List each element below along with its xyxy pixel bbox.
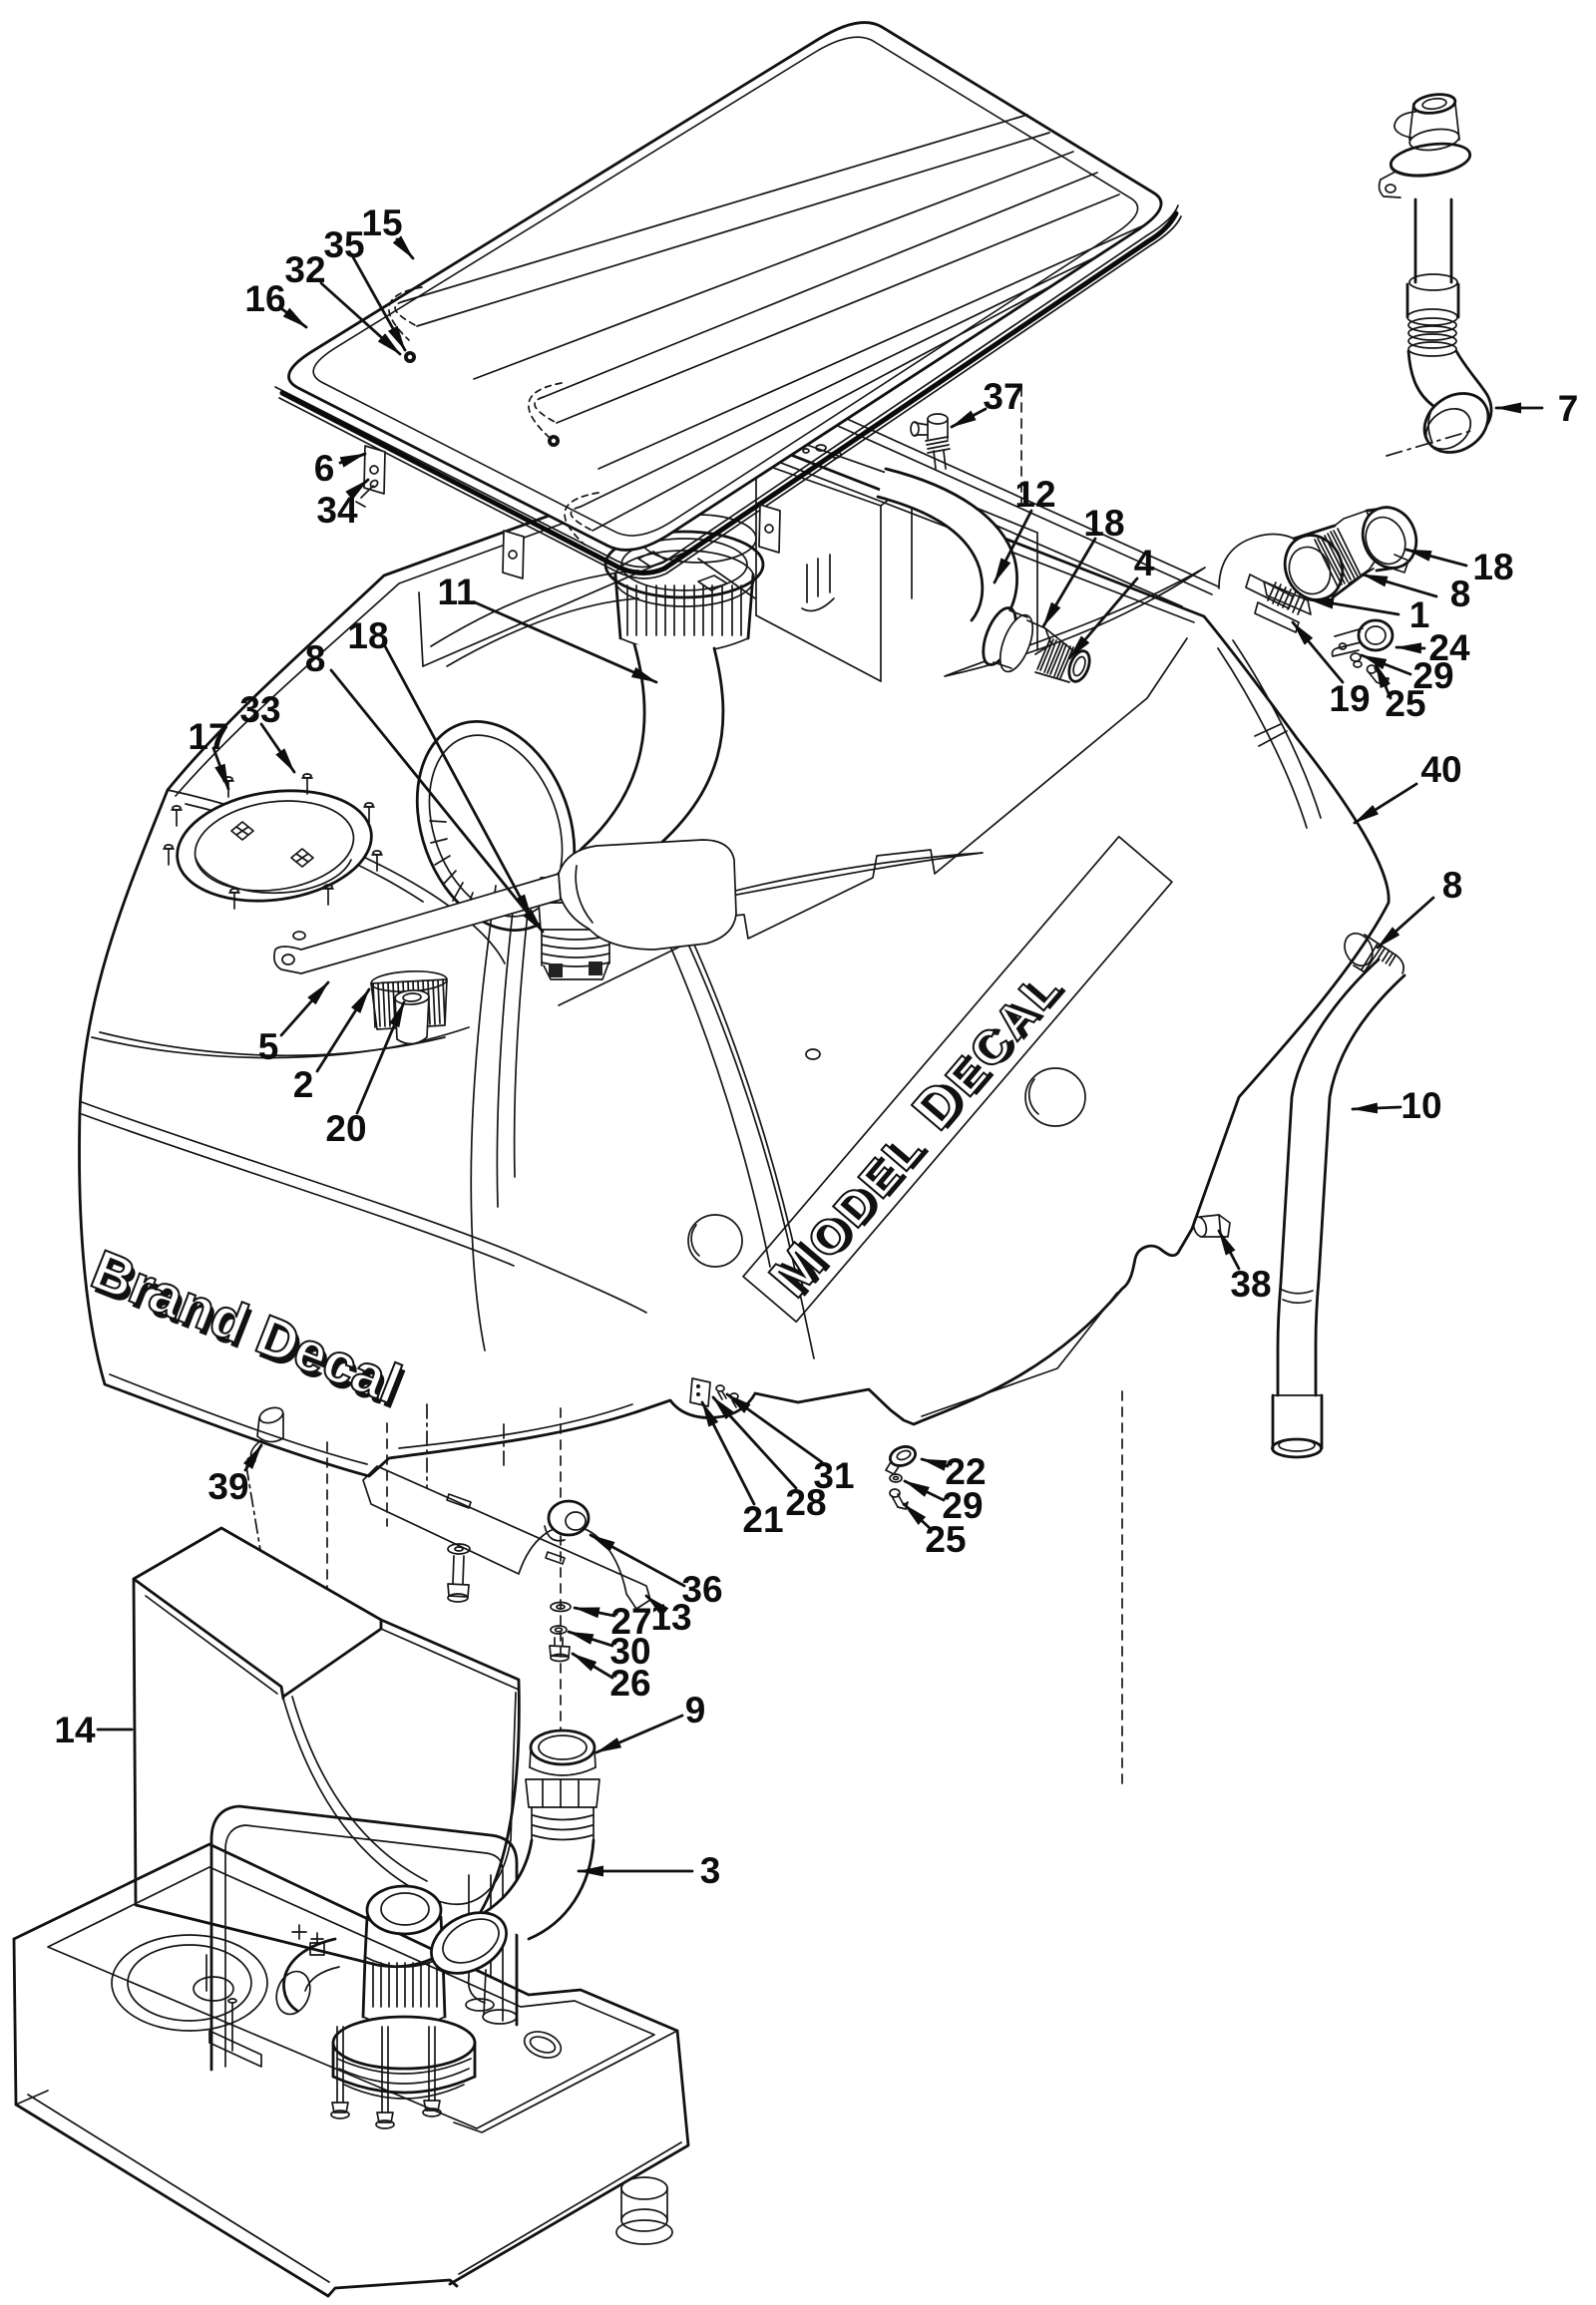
svg-text:14: 14 bbox=[54, 1710, 96, 1750]
svg-text:29: 29 bbox=[942, 1485, 983, 1526]
svg-text:20: 20 bbox=[325, 1108, 366, 1149]
svg-text:8: 8 bbox=[1450, 574, 1471, 614]
svg-text:2: 2 bbox=[293, 1064, 314, 1105]
svg-text:21: 21 bbox=[742, 1499, 783, 1540]
svg-text:32: 32 bbox=[284, 249, 325, 290]
svg-text:5: 5 bbox=[258, 1026, 279, 1067]
svg-text:38: 38 bbox=[1230, 1264, 1271, 1305]
svg-text:26: 26 bbox=[609, 1663, 650, 1704]
svg-text:33: 33 bbox=[239, 689, 280, 730]
svg-text:27: 27 bbox=[610, 1601, 651, 1642]
svg-text:39: 39 bbox=[207, 1466, 248, 1507]
svg-text:12: 12 bbox=[1014, 474, 1055, 515]
svg-text:25: 25 bbox=[925, 1519, 966, 1560]
svg-text:29: 29 bbox=[1412, 655, 1453, 696]
svg-text:3: 3 bbox=[700, 1850, 721, 1891]
svg-text:1: 1 bbox=[1409, 594, 1430, 635]
svg-text:17: 17 bbox=[188, 716, 228, 757]
svg-text:7: 7 bbox=[1558, 388, 1579, 429]
svg-text:19: 19 bbox=[1329, 678, 1370, 719]
svg-text:34: 34 bbox=[316, 490, 358, 531]
svg-text:6: 6 bbox=[314, 448, 335, 489]
svg-text:40: 40 bbox=[1420, 749, 1461, 790]
svg-text:11: 11 bbox=[437, 572, 476, 612]
svg-text:8: 8 bbox=[1442, 865, 1463, 906]
svg-text:13: 13 bbox=[650, 1597, 691, 1638]
svg-text:30: 30 bbox=[609, 1631, 650, 1672]
svg-text:35: 35 bbox=[323, 224, 364, 265]
svg-text:8: 8 bbox=[305, 638, 326, 679]
svg-text:4: 4 bbox=[1134, 543, 1155, 583]
svg-text:22: 22 bbox=[945, 1451, 986, 1492]
svg-text:31: 31 bbox=[813, 1455, 854, 1496]
svg-text:18: 18 bbox=[1472, 547, 1513, 587]
svg-text:18: 18 bbox=[347, 615, 388, 656]
svg-text:9: 9 bbox=[685, 1690, 706, 1730]
svg-text:15: 15 bbox=[361, 202, 402, 243]
svg-text:25: 25 bbox=[1385, 683, 1425, 724]
svg-text:36: 36 bbox=[681, 1569, 722, 1610]
svg-text:10: 10 bbox=[1400, 1085, 1441, 1126]
svg-text:24: 24 bbox=[1428, 627, 1470, 668]
svg-text:37: 37 bbox=[983, 376, 1023, 417]
svg-text:16: 16 bbox=[244, 278, 285, 319]
svg-text:18: 18 bbox=[1083, 503, 1124, 544]
svg-text:28: 28 bbox=[785, 1482, 826, 1523]
